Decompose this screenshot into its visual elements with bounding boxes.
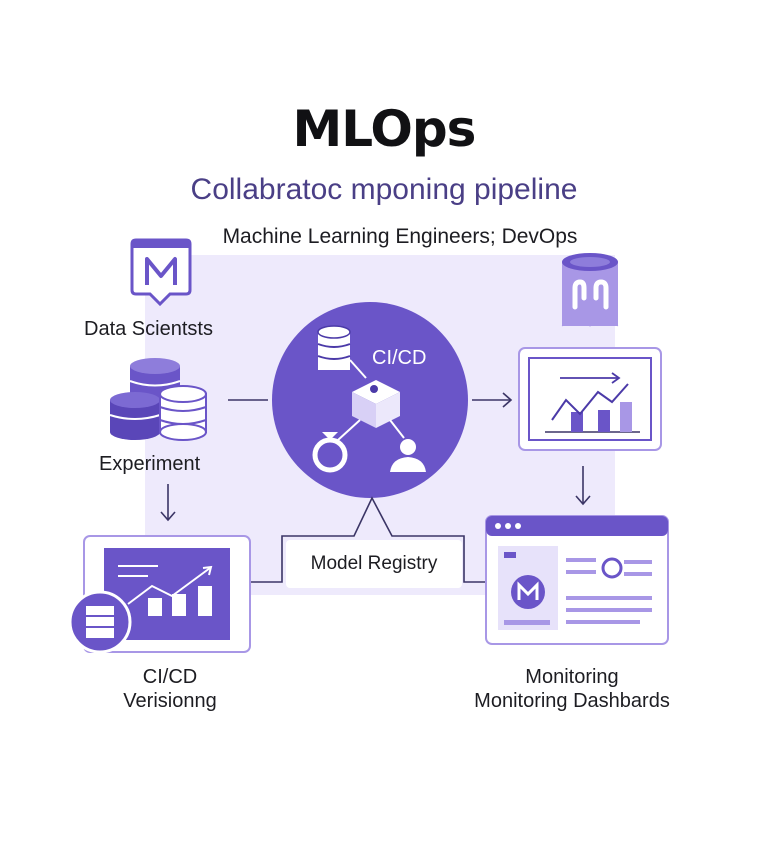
- hub-link-1: [349, 359, 367, 379]
- connectors: [160, 392, 591, 583]
- page-subtitle: Collabratoc mponing pipeline: [190, 173, 578, 206]
- server-logo-icon: [561, 253, 619, 327]
- experiment-label: Experiment: [99, 453, 201, 475]
- database-stack-icon: [109, 358, 207, 441]
- versioning-label-line2: Verisionng: [123, 690, 217, 712]
- monitoring-label-line1: Monitoring: [525, 666, 619, 688]
- database-badge-icon: [68, 590, 132, 654]
- model-registry-box: Model Registry: [286, 540, 462, 588]
- m-chat-bubble-icon: [130, 238, 192, 307]
- dashboard-window-icon: [485, 515, 669, 645]
- hub-link-3: [389, 419, 405, 439]
- database-icon: [317, 325, 351, 370]
- arrowhead-down-left: [160, 511, 176, 522]
- monitoring-label-line2: Monitoring Dashbards: [474, 690, 670, 712]
- hub-label: CI/CD: [372, 347, 427, 369]
- roles-label: Machine Learning Engineers; DevOps: [222, 225, 578, 248]
- connector-registry: [250, 496, 486, 583]
- user-icon: [390, 439, 426, 472]
- bar-chart-icon: [518, 347, 662, 451]
- cycle-icon: [312, 432, 348, 473]
- data-scientists-label: Data Scientsts: [84, 318, 213, 340]
- page-title: MLOps: [292, 100, 477, 158]
- model-registry-label: Model Registry: [310, 553, 438, 574]
- versioning-label-line1: CI/CD: [142, 666, 198, 688]
- arrowhead-down-right: [575, 495, 591, 506]
- hub-link-2: [337, 419, 361, 441]
- package-box-icon: [352, 380, 400, 428]
- arrowhead-right: [502, 392, 513, 408]
